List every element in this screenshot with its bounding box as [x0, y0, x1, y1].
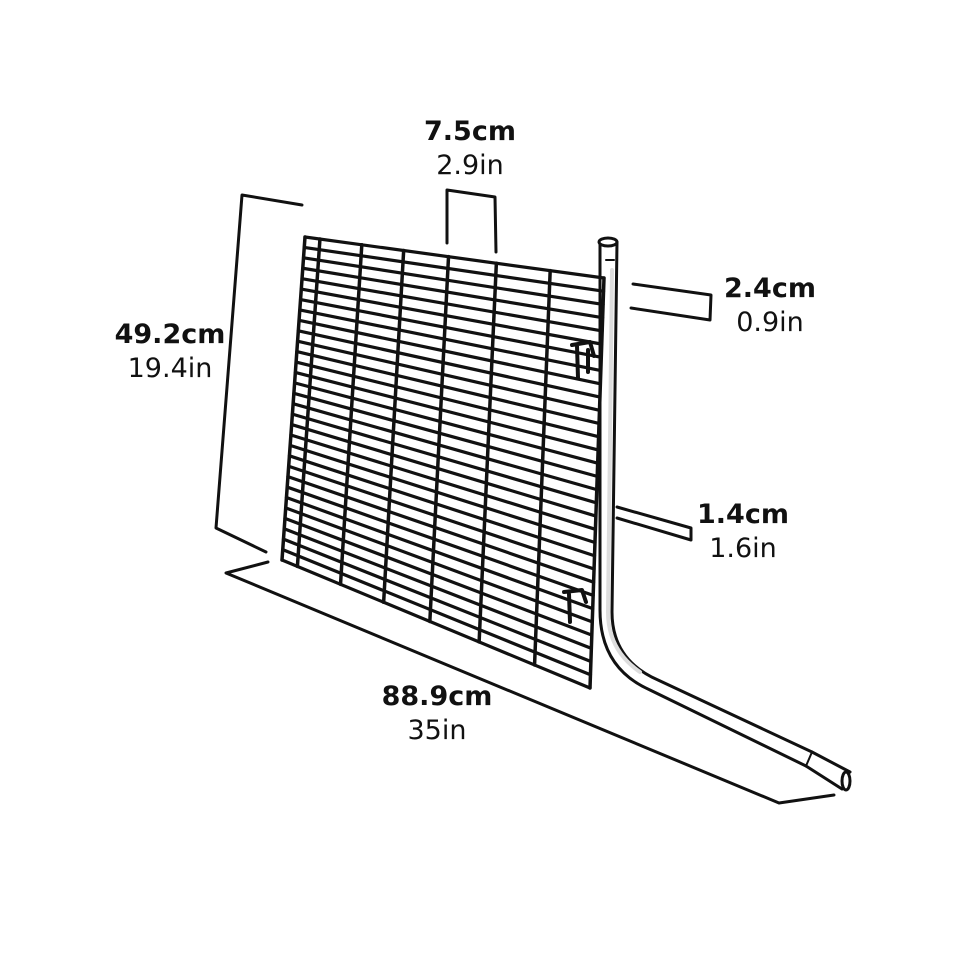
length-cm: 88.9cm — [381, 681, 493, 712]
post-diameter-cm: 2.4cm — [724, 273, 816, 304]
post-diameter-label: 2.4cm 0.9in — [700, 272, 840, 340]
post-diameter-bracket — [629, 282, 713, 322]
bar-gap-cm: 1.4cm — [697, 499, 789, 530]
spacing-bracket — [445, 188, 498, 254]
height-cm: 49.2cm — [114, 319, 226, 350]
bar-gap-bracket — [615, 505, 693, 542]
bar-spacing-in: 2.9in — [436, 149, 504, 181]
bar-spacing-label: 7.5cm 2.9in — [400, 115, 540, 183]
bar-gap-label: 1.4cm 1.6in — [673, 498, 813, 566]
height-bracket — [214, 193, 304, 554]
clip-lower — [562, 588, 588, 624]
bar-gap-in: 1.6in — [709, 532, 777, 564]
post-diameter-in: 0.9in — [736, 306, 804, 338]
length-in: 35in — [407, 714, 467, 746]
post-shading — [606, 268, 642, 674]
length-label: 88.9cm 35in — [362, 680, 512, 748]
height-label: 49.2cm 19.4in — [95, 318, 245, 386]
mesh-panel — [280, 235, 606, 690]
post — [597, 236, 852, 792]
bar-spacing-cm: 7.5cm — [424, 116, 516, 147]
height-in: 19.4in — [127, 352, 213, 384]
length-bracket — [224, 560, 836, 805]
clip-upper — [570, 340, 596, 380]
